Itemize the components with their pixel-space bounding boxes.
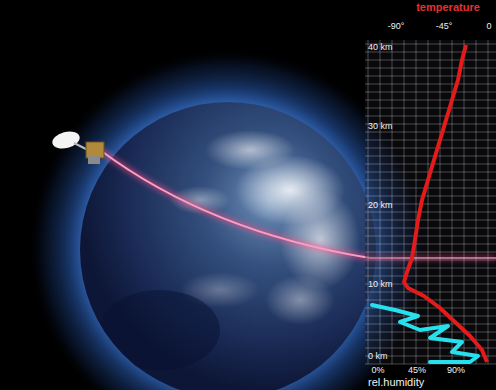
earth-globe xyxy=(80,102,376,390)
chart-grid xyxy=(365,40,496,364)
tick-label: -90° xyxy=(388,22,405,31)
tick-label: 0 xyxy=(486,22,491,31)
axis-title: rel.humidity xyxy=(368,377,424,388)
altitude-label: 10 km xyxy=(368,280,393,289)
satellite xyxy=(50,129,104,164)
altitude-label: 30 km xyxy=(368,122,393,131)
altitude-label: 40 km xyxy=(368,43,393,52)
humidity-profile xyxy=(372,305,478,362)
tick-label: 45% xyxy=(408,366,426,375)
tick-label: -45° xyxy=(436,22,453,31)
axis-title: temperature xyxy=(416,2,480,13)
tick-label: 0% xyxy=(371,366,384,375)
altitude-label: 20 km xyxy=(368,201,393,210)
tick-label: 90% xyxy=(447,366,465,375)
altitude-label: 0 km xyxy=(368,352,388,361)
chart-panel xyxy=(365,40,496,364)
